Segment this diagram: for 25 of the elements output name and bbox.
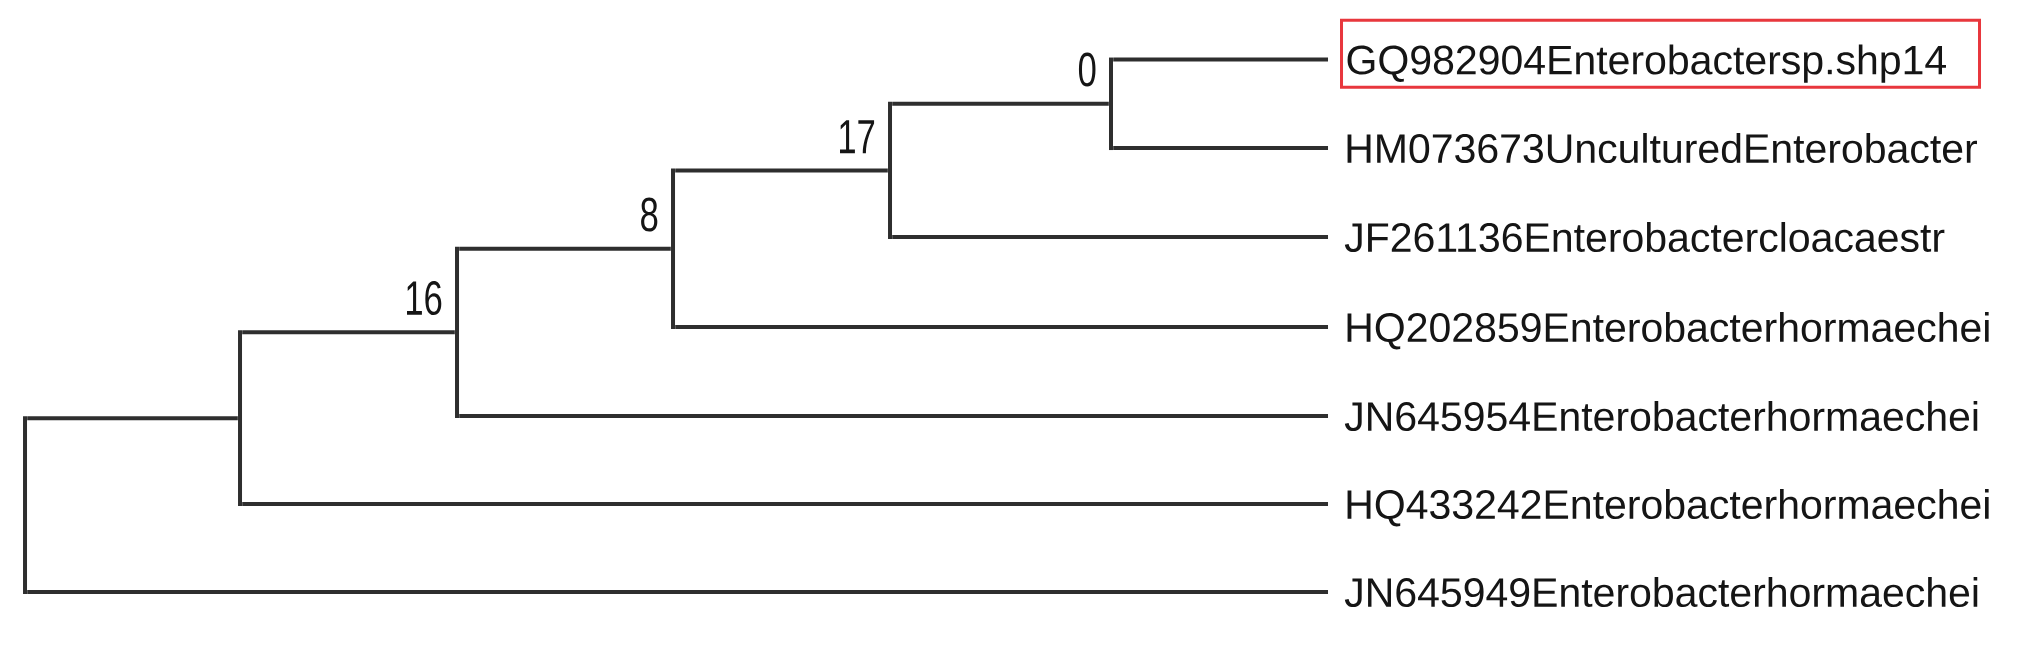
- taxon-label: HQ202859Enterobacterhormaechei: [1347, 312, 1989, 350]
- bootstrap-value: 16: [407, 281, 442, 316]
- taxon-label: HQ433242Enterobacterhormaechei: [1347, 489, 1989, 527]
- bootstrap-value: 17: [840, 120, 875, 154]
- tree-branch: [892, 235, 1328, 239]
- tree-branch: [242, 330, 455, 335]
- branch-node: [23, 416, 27, 594]
- bootstrap-value: 8: [641, 197, 658, 232]
- tree-branch: [27, 416, 238, 421]
- taxon-label: JN645949Enterobacterhormaechei: [1344, 577, 1978, 608]
- tree-branch: [892, 101, 1109, 106]
- tree-branch: [1113, 146, 1328, 150]
- taxon-label: JN645954Enterobacterhormaechei: [1344, 401, 1978, 432]
- bootstrap-value: 0: [1078, 52, 1096, 87]
- taxon-label: JF261136Enterobactercloacaestr: [1344, 222, 1945, 253]
- highlighted-taxon-label: GQ982904Enterobactersp.shp14: [1340, 18, 1981, 89]
- tree-branch: [675, 325, 1328, 329]
- tree-branch: [675, 168, 888, 173]
- branch-node: [238, 330, 242, 507]
- tree-branch: [242, 502, 1328, 506]
- tree-branch: [459, 414, 1328, 418]
- taxon-label: HM073673UnculturedEnterobacter: [1347, 133, 1977, 164]
- tree-branch: [459, 246, 671, 251]
- tree-branch: [27, 590, 1328, 594]
- tree-branch: [1113, 57, 1328, 62]
